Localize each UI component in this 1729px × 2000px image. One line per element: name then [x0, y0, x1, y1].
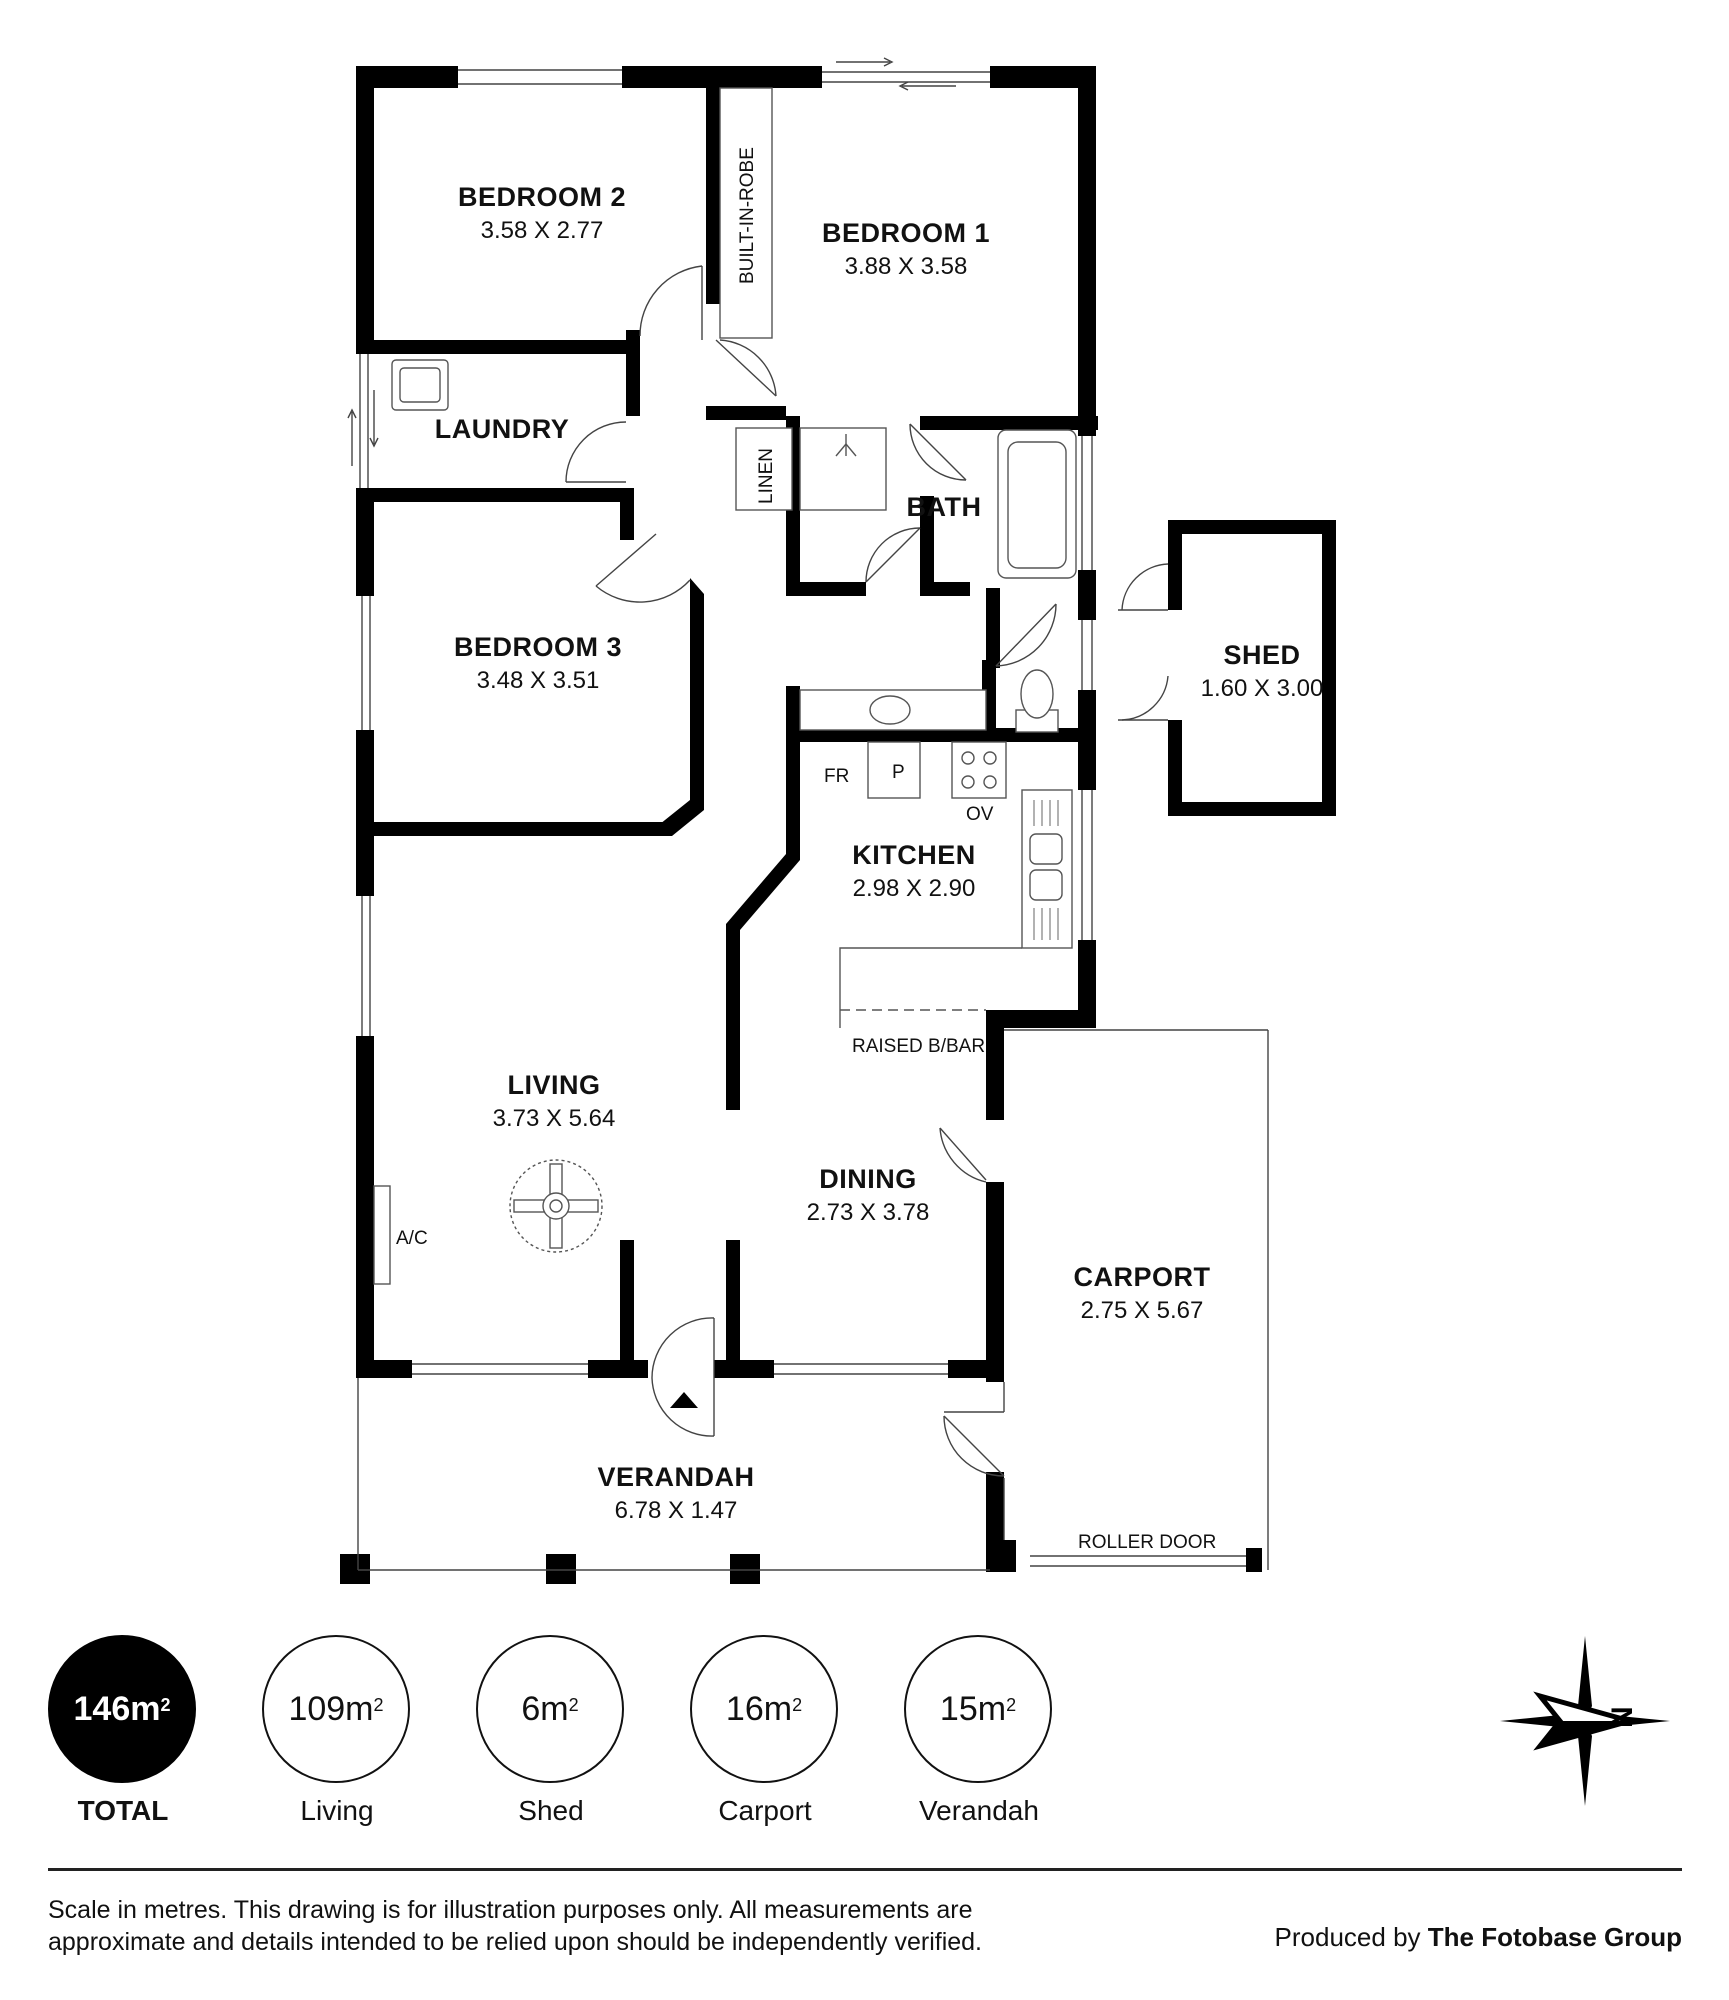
compass-north-label: N: [1606, 1706, 1639, 1728]
room-name-linen: LINEN: [756, 448, 777, 504]
ceiling-fan-icon: [509, 1159, 603, 1253]
room-name-bedroom1: BEDROOM 1: [822, 218, 990, 248]
disclaimer-line-2: approximate and details intended to be r…: [48, 1928, 982, 1956]
room-name-bedroom3: BEDROOM 3: [454, 632, 622, 662]
area-verandah-label: Verandah: [919, 1795, 1039, 1826]
area-carport-label: Carport: [718, 1795, 812, 1826]
room-name-dining: DINING: [819, 1164, 917, 1194]
room-name-verandah: VERANDAH: [597, 1462, 754, 1492]
disclaimer: Scale in metres. This drawing is for ill…: [48, 1894, 1248, 1958]
room-dim-living: 3.73 X 5.64: [493, 1105, 616, 1132]
room-name-bath: BATH: [907, 492, 982, 522]
area-total-label: TOTAL: [77, 1795, 169, 1826]
label-pantry: P: [892, 762, 905, 783]
footer-divider: [48, 1868, 1682, 1871]
room-dim-carport: 2.75 X 5.67: [1081, 1297, 1204, 1324]
room-dim-verandah: 6.78 X 1.47: [615, 1497, 738, 1524]
room-dim-shed: 1.60 X 3.00: [1201, 675, 1324, 702]
label-oven: OV: [966, 804, 994, 825]
label-fridge: FR: [824, 766, 849, 787]
doors: [565, 265, 1169, 1477]
credit-prefix: Produced by: [1274, 1922, 1421, 1952]
windows: [347, 57, 1246, 1567]
room-labels: BEDROOM 2 3.58 X 2.77 BEDROOM 1 3.88 X 3…: [396, 147, 1323, 1553]
room-dim-bedroom2: 3.58 X 2.77: [481, 217, 604, 244]
room-name-robe: BUILT-IN-ROBE: [737, 147, 758, 284]
entry-arrow-icon: [670, 1392, 698, 1408]
area-shed-label: Shed: [518, 1795, 584, 1826]
compass-icon: N: [1500, 1636, 1670, 1806]
room-dim-bedroom1: 3.88 X 3.58: [845, 253, 968, 280]
room-name-laundry: LAUNDRY: [435, 414, 570, 444]
outlines: [357, 1029, 1269, 1571]
room-name-bedroom2: BEDROOM 2: [458, 182, 626, 212]
room-name-kitchen: KITCHEN: [852, 840, 976, 870]
room-dim-kitchen: 2.98 X 2.90: [853, 875, 976, 902]
room-dim-bedroom3: 3.48 X 3.51: [477, 667, 600, 694]
label-roller-door: ROLLER DOOR: [1078, 1532, 1216, 1553]
label-ac: A/C: [396, 1228, 428, 1249]
room-dim-dining: 2.73 X 3.78: [807, 1199, 930, 1226]
credit-company: The Fotobase Group: [1427, 1922, 1682, 1952]
room-name-shed: SHED: [1223, 640, 1300, 670]
walls: [340, 66, 1336, 1584]
room-name-carport: CARPORT: [1074, 1262, 1211, 1292]
area-living-label: Living: [300, 1795, 374, 1826]
disclaimer-line-1: Scale in metres. This drawing is for ill…: [48, 1896, 973, 1924]
label-raised-bar: RAISED B/BAR: [852, 1036, 985, 1057]
producer-credit: Produced by The Fotobase Group: [1275, 1922, 1682, 1953]
room-name-living: LIVING: [507, 1070, 600, 1100]
floor-plan: BEDROOM 2 3.58 X 2.77 BEDROOM 1 3.88 X 3…: [340, 57, 1336, 1584]
fixtures: [373, 87, 1077, 1285]
